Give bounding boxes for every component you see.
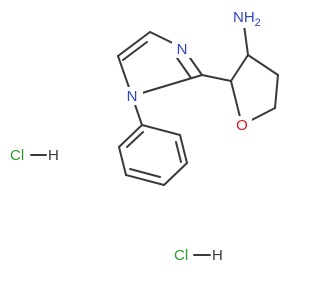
amine-label: NH2: [233, 9, 261, 29]
bond-phenyl-2: [179, 134, 188, 164]
salt-1-chlorine: Cl: [10, 147, 24, 164]
atom-label-layer: N N O NH2 Cl H Cl H: [10, 6, 272, 264]
bond-phenyl-5: [118, 146, 127, 176]
salt-1-hydrogen: H: [48, 147, 59, 164]
bond-ox-c4-c5: [274, 74, 279, 109]
imidazole-n3-label: N: [177, 41, 188, 58]
bond-imid-c4-c5: [117, 31, 151, 57]
bond-phenyl-double-b: [129, 168, 161, 178]
bond-imid-c2-n3-double: [174, 54, 192, 79]
bond-phenyl-1: [141, 124, 181, 136]
ether-oxygen-label: O: [236, 117, 248, 134]
bond-ox-c2-c3: [230, 54, 249, 82]
imidazole-n1-label: N: [127, 88, 138, 105]
amine-h-subscript: 2: [255, 17, 261, 29]
bond-phenyl-3: [163, 162, 188, 186]
bond-layer: [30, 24, 279, 256]
bond-ox-c3-amine: [243, 24, 249, 56]
bond-imid-c4-c5-double: [122, 41, 148, 61]
structure-diagram: N N O NH2 Cl H Cl H: [10, 6, 279, 264]
salt-2-hydrogen: H: [212, 247, 223, 264]
bond-phenyl-4: [125, 174, 165, 186]
bond-imid-c2-oxolane-c2: [201, 74, 232, 82]
bond-ox-c3-c4: [247, 54, 279, 76]
salt-2-chlorine: Cl: [174, 247, 188, 264]
bond-phenyl-double-c: [126, 131, 144, 148]
bond-phenyl-6: [118, 124, 143, 148]
bond-phenyl-double-a: [175, 141, 182, 163]
amine-nh: NH: [233, 9, 255, 26]
